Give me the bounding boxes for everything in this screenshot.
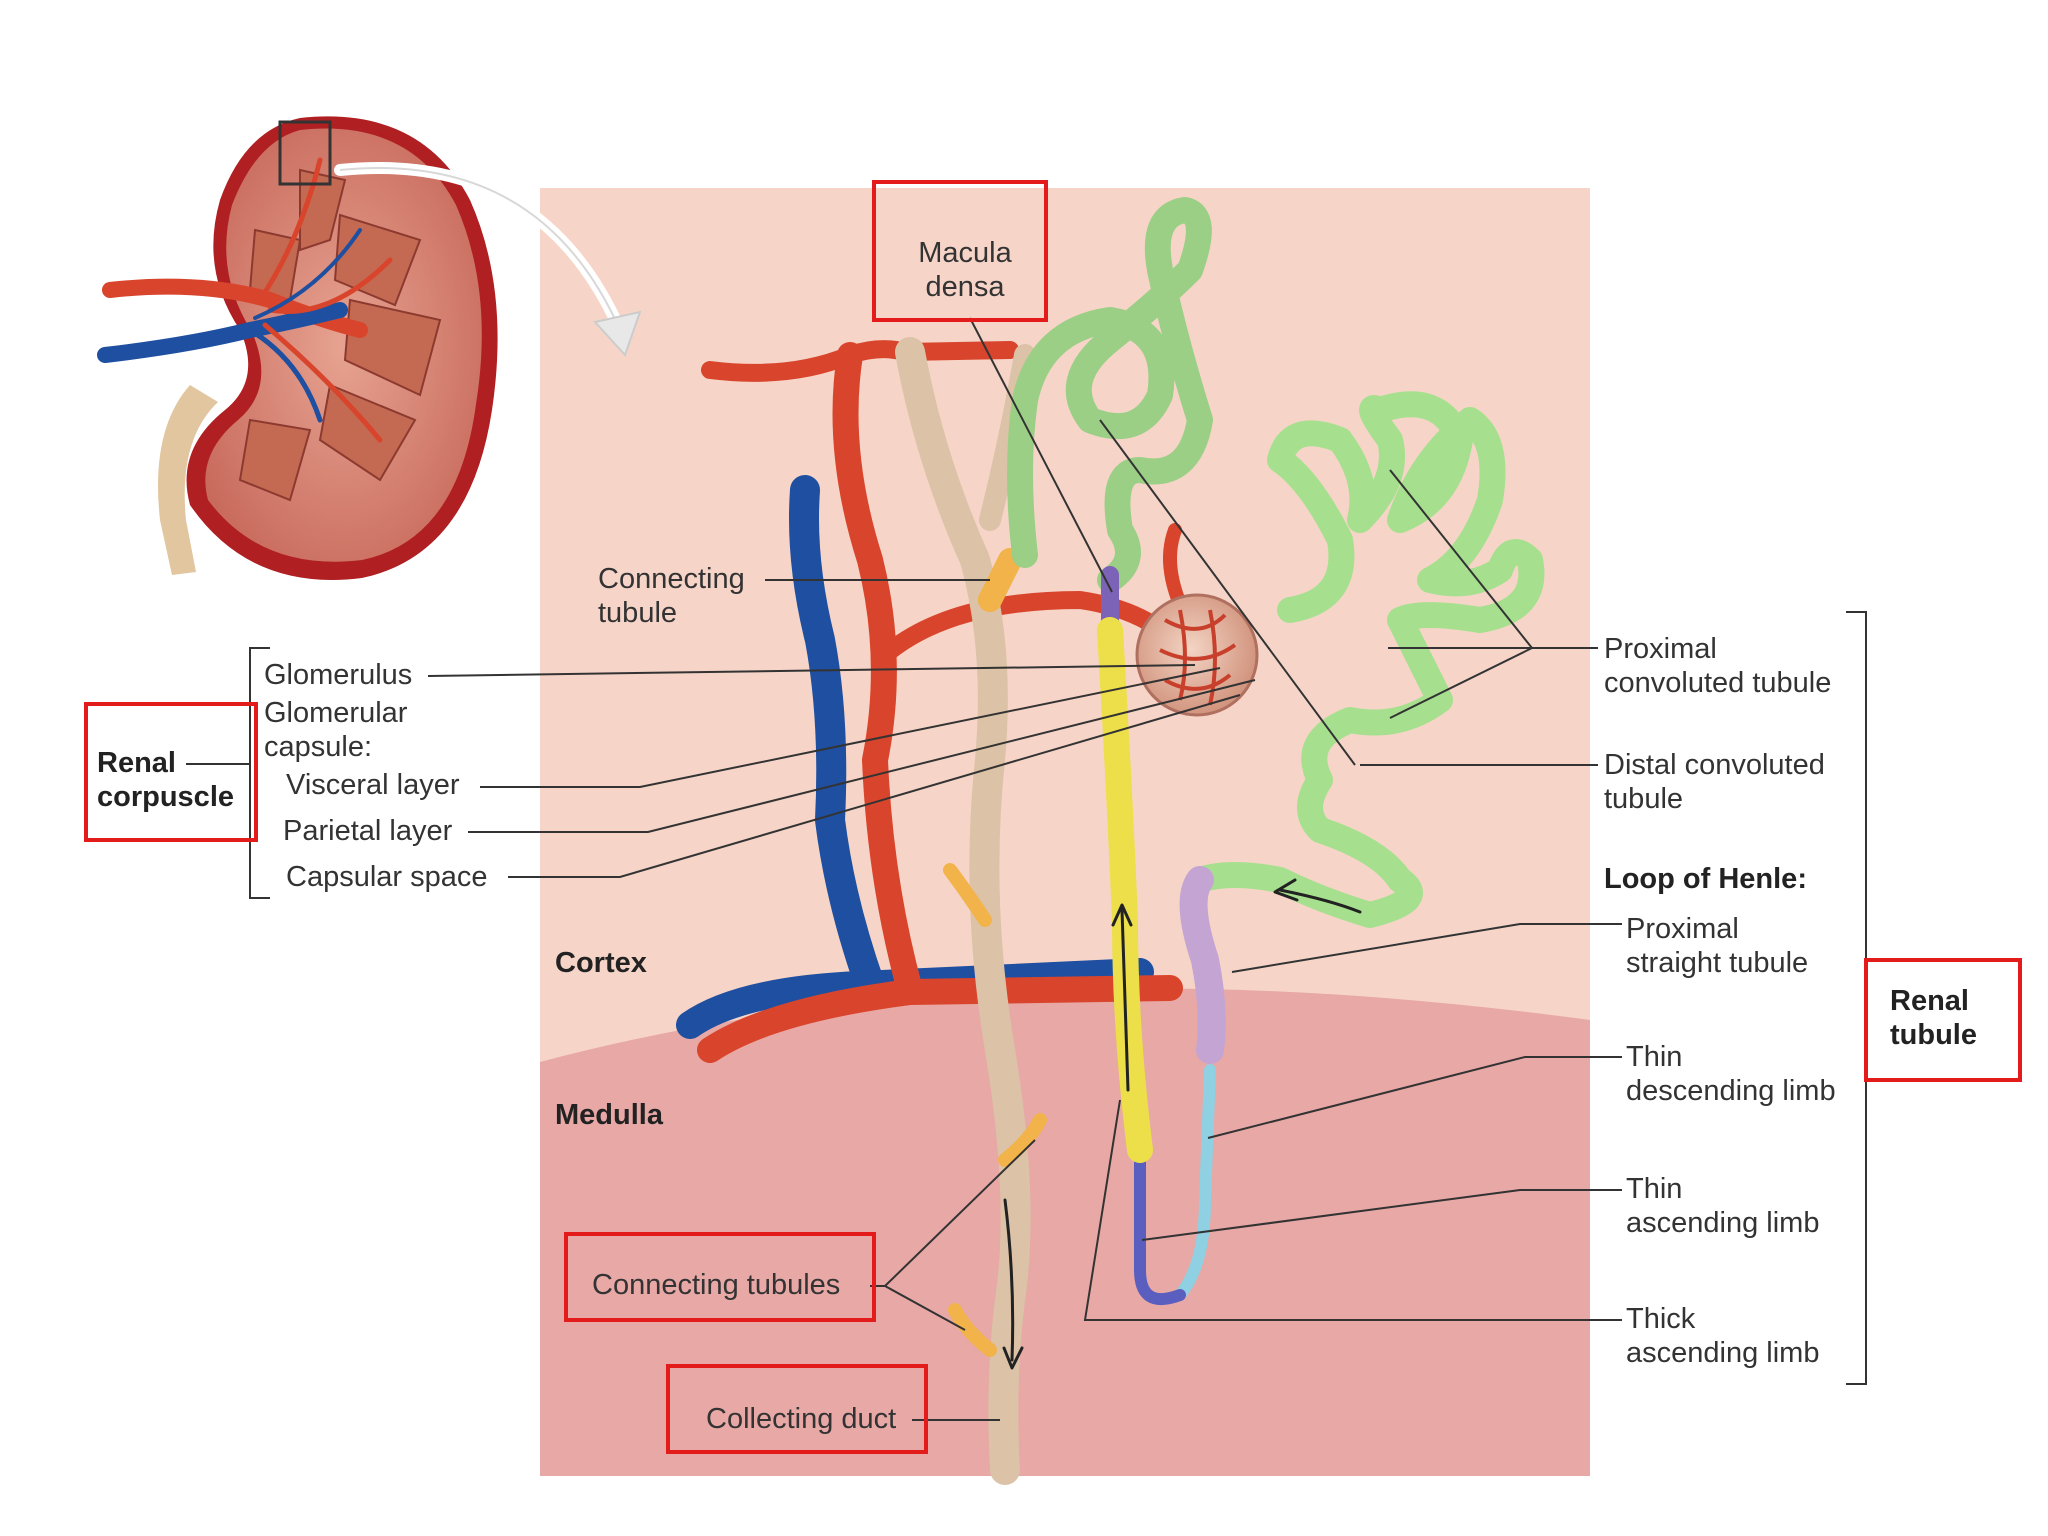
proximal-tubule xyxy=(1187,391,1545,928)
connecting-tubule-branch-3 xyxy=(948,1303,997,1357)
thick-ascending-limb-label: Thick ascending limb xyxy=(1626,1303,1820,1369)
thick-ascending-limb-tube xyxy=(1097,617,1153,1163)
leader-thin-descending xyxy=(1207,1056,1622,1139)
flow-arrowhead-duct xyxy=(1002,1346,1024,1370)
leader-visceral-layer xyxy=(480,667,1221,788)
highlight-box-connecting-tubules xyxy=(564,1232,876,1322)
renal-corpuscle-bracket xyxy=(249,647,270,899)
loop-of-henle xyxy=(1097,617,1226,1305)
glomerular-capsule-label: Glomerular capsule: xyxy=(264,697,408,763)
flow-arrow-pct xyxy=(1278,888,1362,914)
ureter xyxy=(158,385,218,575)
macula-densa-label: Macula densa xyxy=(918,237,1012,303)
highlight-box-collecting-duct xyxy=(666,1364,928,1454)
flow-arrowhead-pct xyxy=(1273,878,1299,902)
connecting-tubules-label: Connecting tubules xyxy=(592,1269,841,1301)
proximal-straight-tubule-tube xyxy=(1179,866,1226,1064)
collecting-duct-tube xyxy=(895,337,1031,1485)
capsular-space-label: Capsular space xyxy=(286,861,488,893)
highlight-box-macula-densa xyxy=(872,180,1048,322)
leader-proximal-straight xyxy=(1231,923,1622,973)
leader-capsular-space xyxy=(508,694,1241,878)
leader-proximal-convoluted-2 xyxy=(1389,469,1533,649)
collecting-duct-label: Collecting duct xyxy=(706,1403,897,1435)
connecting-tubule-branch-2 xyxy=(998,1113,1047,1167)
renal-tubule-label: Renal tubule xyxy=(1890,985,1977,1051)
thin-ascending-limb-label: Thin ascending limb xyxy=(1626,1173,1820,1239)
zoom-arrowhead xyxy=(593,310,642,357)
leader-thick-ascending xyxy=(1083,1099,1622,1321)
parietal-layer-label: Parietal layer xyxy=(283,815,453,847)
interlobular-vein xyxy=(789,475,885,1000)
renal-tubule-bracket xyxy=(1846,611,1867,1385)
flow-arrowhead-loop xyxy=(1111,903,1133,927)
leader-macula-densa-2 xyxy=(1099,419,1356,766)
inset-vessels xyxy=(97,157,393,443)
renal-corpuscle-structure xyxy=(1135,593,1259,717)
leader-glomerulus xyxy=(427,664,1196,677)
leader-thin-ascending xyxy=(1141,1189,1622,1241)
highlight-box-renal-corpuscle xyxy=(84,702,258,842)
kidney-inset xyxy=(97,116,642,580)
loop-of-henle-label: Loop of Henle: xyxy=(1604,863,1807,895)
artery-top-branch xyxy=(701,340,1019,382)
glomerular-capsule xyxy=(1135,593,1259,717)
connecting-tubule-branch-1 xyxy=(943,863,992,927)
glomerulus-capillaries xyxy=(1159,609,1237,706)
leader-macula-densa xyxy=(969,317,1113,593)
distal-convoluted-tubule-tube xyxy=(1007,197,1213,593)
blood-vessels xyxy=(676,340,1199,1063)
glomerulus-label: Glomerulus xyxy=(264,659,413,691)
cortex-label: Cortex xyxy=(555,947,647,979)
proximal-straight-tubule-label: Proximal straight tubule xyxy=(1626,913,1809,979)
inset-selection-box xyxy=(278,120,332,186)
thin-descending-limb-tube xyxy=(1174,1064,1216,1301)
renal-corpuscle-label: Renal corpuscle xyxy=(97,747,234,813)
flow-arrow-duct xyxy=(1003,1198,1015,1362)
flow-arrow-loop xyxy=(1120,908,1130,1092)
connecting-tubule-label: Connecting tubule xyxy=(598,563,745,629)
connecting-tubule-upper xyxy=(978,548,1022,612)
distal-convoluted-tubule-label: Distal convoluted tubule xyxy=(1604,749,1825,815)
medulla-label: Medulla xyxy=(555,1099,663,1131)
loop-bend-tube xyxy=(1134,1144,1186,1305)
visceral-layer-label: Visceral layer xyxy=(286,769,460,801)
interlobular-artery xyxy=(832,342,923,1003)
thin-descending-limb-label: Thin descending limb xyxy=(1626,1041,1836,1107)
arcuate-artery xyxy=(697,975,1183,1063)
leader-parietal-layer xyxy=(468,679,1256,833)
proximal-convoluted-tubule-tube xyxy=(1187,391,1545,928)
arcuate-vein xyxy=(676,958,1154,1039)
proximal-convoluted-tubule-label: Proximal convoluted tubule xyxy=(1604,633,1832,699)
medulla-region xyxy=(540,988,1590,1476)
zoom-arrow-outline xyxy=(339,167,621,331)
highlight-box-renal-tubule xyxy=(1864,958,2022,1082)
